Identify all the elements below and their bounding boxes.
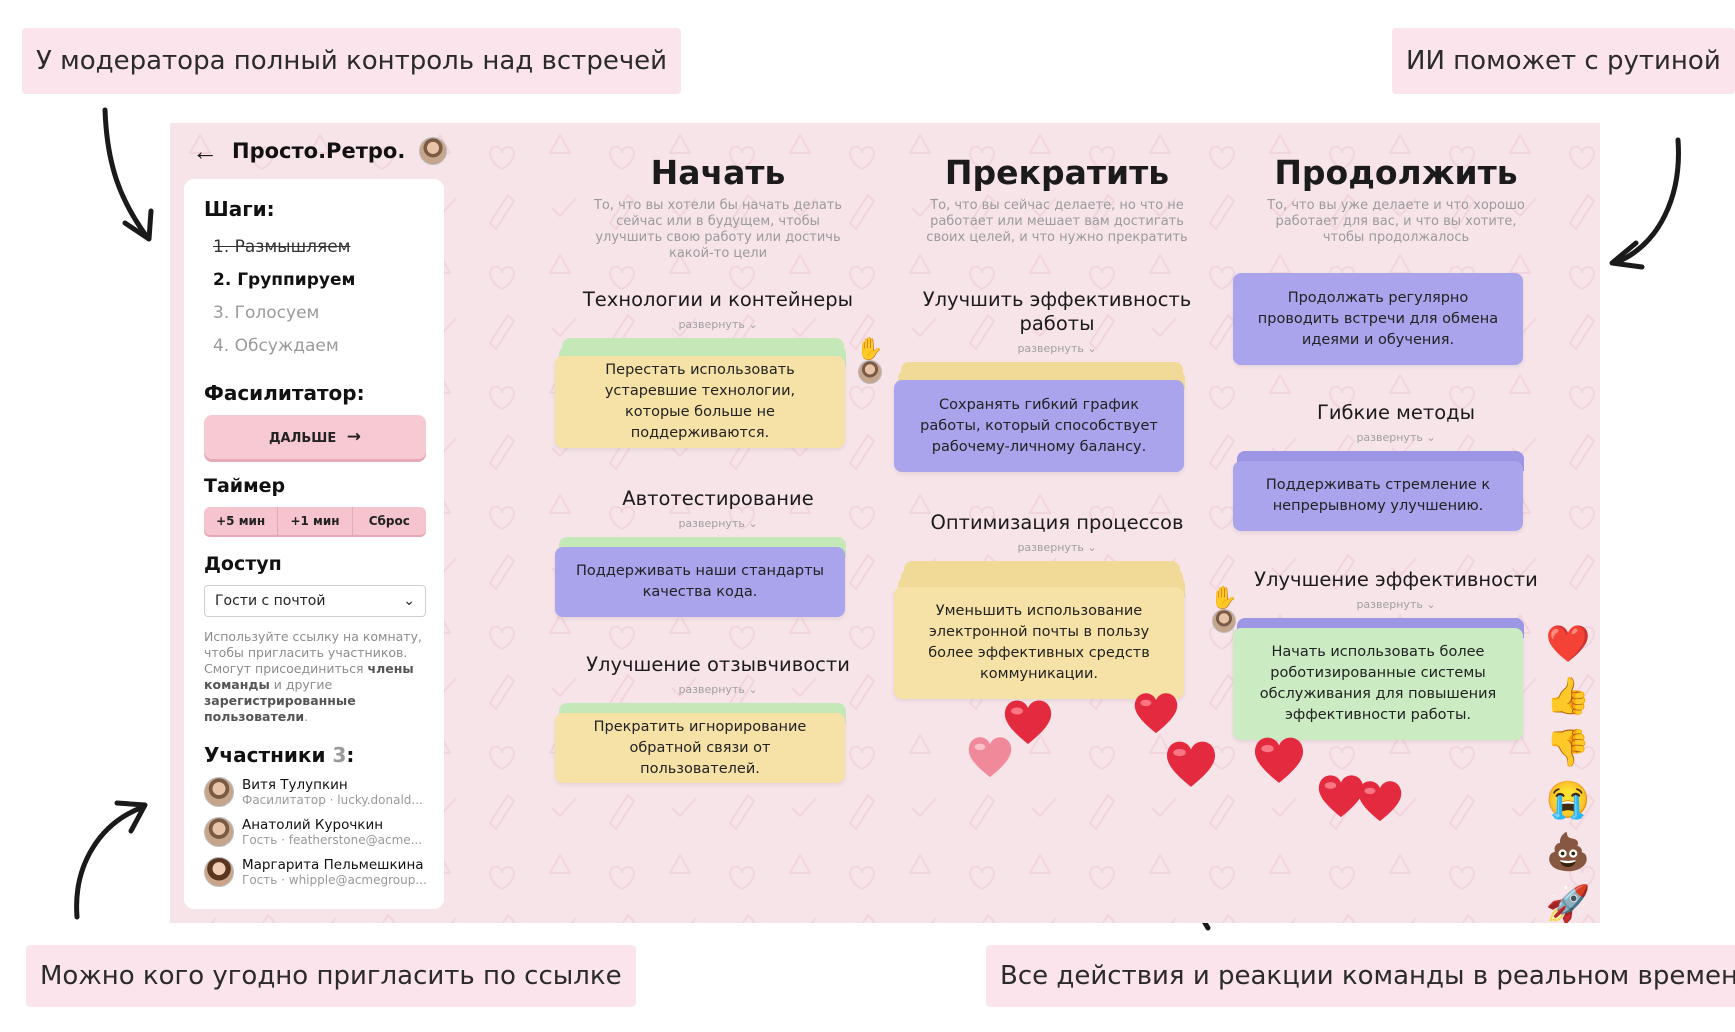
column-title: Продолжить xyxy=(1274,153,1518,192)
column-title: Прекратить xyxy=(944,153,1170,192)
expand-link[interactable]: развернуть ⌄ xyxy=(1356,431,1436,444)
reaction-bar: ❤️ 👍 👎 😭 💩 🚀 xyxy=(1540,623,1596,923)
participant-name: Маргарита Пельмешкина xyxy=(242,857,424,873)
top-bar: ← Просто.Ретро. xyxy=(192,131,448,171)
poop-reaction-button[interactable]: 💩 xyxy=(1545,831,1591,872)
step-item: 2. Группируем xyxy=(213,270,356,290)
sticky-card[interactable]: Продолжать регулярно проводить встречи д… xyxy=(1233,273,1523,365)
arrow-top-left-icon xyxy=(102,107,154,242)
column-description: То, что вы уже делаете и что хорошо рабо… xyxy=(1267,198,1525,245)
retro-board-app: ← Просто.Ретро. Шаги: 1. Размышляем 2. Г… xyxy=(170,123,1600,923)
expand-link[interactable]: развернуть ⌄ xyxy=(1017,342,1097,355)
group-title: Гибкие методы xyxy=(1316,401,1476,424)
timer-controls: +5 мин +1 мин Сброс xyxy=(204,507,426,535)
access-select-value: Гости с почтой xyxy=(215,593,326,609)
avatar xyxy=(204,857,234,887)
participant-name: Витя Тулупкин xyxy=(242,777,348,793)
group-title: Улучшение отзывчивости xyxy=(586,653,850,676)
participants-title: Участники 3: xyxy=(204,743,355,767)
group-title: Технологии и контейнеры xyxy=(582,288,854,311)
group-title: Автотестирование xyxy=(622,487,814,510)
column-description: То, что вы сейчас делаете, но что не раб… xyxy=(926,198,1188,245)
expand-link[interactable]: развернуть ⌄ xyxy=(1017,541,1097,554)
app-logo: Просто.Ретро. xyxy=(232,139,406,163)
facilitator-title: Фасилитатор: xyxy=(204,381,365,405)
step-item: 1. Размышляем xyxy=(213,237,351,257)
participant-name: Анатолий Курочкин xyxy=(242,817,384,833)
avatar xyxy=(1212,609,1236,633)
sticky-card[interactable]: Начать использовать более роботизированн… xyxy=(1233,628,1523,740)
sticky-card[interactable]: Уменьшить использование электронной почт… xyxy=(894,587,1184,699)
access-title: Доступ xyxy=(204,553,282,575)
hand-cursor-icon: ✋ xyxy=(1210,585,1238,610)
group-title: Улучшить эффективность работы xyxy=(922,288,1192,335)
timer-reset-button[interactable]: Сброс xyxy=(368,514,410,528)
participant-role: Фасилитатор · lucky.donald... xyxy=(242,793,423,807)
expand-link[interactable]: развернуть ⌄ xyxy=(1356,598,1436,611)
column-continue: Продолжить То, что вы уже делаете и что … xyxy=(1246,153,1546,246)
avatar xyxy=(204,777,234,807)
access-select[interactable]: Гости с почтой ⌄ xyxy=(204,585,426,617)
timer-title: Таймер xyxy=(204,475,286,497)
access-hint: Используйте ссылку на комнату, чтобы при… xyxy=(204,629,422,724)
heart-reaction-button[interactable]: ❤️ xyxy=(1545,623,1591,664)
thumbs-down-reaction-button[interactable]: 👎 xyxy=(1545,727,1591,768)
callout-ai: ИИ поможет с рутиной xyxy=(1392,28,1735,94)
next-button-label: ДАЛЬШЕ xyxy=(268,431,337,446)
steps-list: 1. Размышляем 2. Группируем 3. Голосуем … xyxy=(213,231,424,363)
group-title: Оптимизация процессов xyxy=(930,511,1184,534)
step-item: 4. Обсуждаем xyxy=(213,336,339,356)
sticky-card[interactable]: Перестать использовать устаревшие технол… xyxy=(555,356,845,448)
user-avatar[interactable] xyxy=(419,137,448,165)
sticky-card[interactable]: Поддерживать наши стандарты качества код… xyxy=(555,547,845,617)
participants-count: 3 xyxy=(332,743,347,767)
crying-reaction-button[interactable]: 😭 xyxy=(1545,779,1591,820)
sticky-card[interactable]: Прекратить игнорирование обратной связи … xyxy=(555,713,845,783)
callout-invite: Можно кого угодно пригласить по ссылке xyxy=(26,945,636,1007)
column-start: Начать То, что вы хотели бы начать делат… xyxy=(568,153,868,262)
heart-reaction-icon xyxy=(1166,741,1216,787)
arrow-bottom-left-icon xyxy=(74,800,148,920)
heart-reaction-icon xyxy=(1134,693,1178,734)
callout-moderator: У модератора полный контроль над встрече… xyxy=(22,28,682,94)
heart-reaction-icon xyxy=(968,737,1012,778)
heart-reaction-icon xyxy=(1254,737,1304,783)
steps-title: Шаги: xyxy=(204,197,275,221)
arrow-top-right-icon xyxy=(1609,137,1681,270)
group-title: Улучшение эффективности xyxy=(1254,568,1538,591)
heart-reaction-icon xyxy=(1318,775,1364,818)
sticky-card[interactable]: Поддерживать стремление к непрерывному у… xyxy=(1233,461,1523,531)
heart-reaction-icon xyxy=(1358,781,1402,822)
column-description: То, что вы хотели бы начать делать сейча… xyxy=(593,198,843,261)
arrow-right-icon: → xyxy=(346,427,362,447)
sticky-card[interactable]: Сохранять гибкий график работы, который … xyxy=(894,380,1184,472)
arrow-left-icon[interactable]: ← xyxy=(192,135,218,166)
expand-link[interactable]: развернуть ⌄ xyxy=(678,683,758,696)
chevron-down-icon: ⌄ xyxy=(403,593,415,609)
avatar xyxy=(858,360,882,384)
step-item: 3. Голосуем xyxy=(213,303,320,323)
rocket-reaction-button[interactable]: 🚀 xyxy=(1545,883,1591,923)
participant-role: Гость · featherstone@acme... xyxy=(242,833,423,847)
callout-realtime: Все действия и реакции команды в реально… xyxy=(986,945,1735,1007)
column-stop: Прекратить То, что вы сейчас делаете, но… xyxy=(907,153,1207,246)
expand-link[interactable]: развернуть ⌄ xyxy=(678,517,758,530)
thumbs-up-reaction-button[interactable]: 👍 xyxy=(1545,675,1591,716)
hand-cursor-icon: ✋ xyxy=(856,336,884,361)
avatar xyxy=(204,817,234,847)
column-title: Начать xyxy=(650,153,786,192)
timer-add-5-button[interactable]: +5 мин xyxy=(204,507,279,535)
expand-link[interactable]: развернуть ⌄ xyxy=(678,318,758,331)
participant-role: Гость · whipple@acmegroup... xyxy=(242,873,427,887)
next-step-button[interactable]: ДАЛЬШЕ → xyxy=(204,415,426,459)
heart-reaction-icon xyxy=(1004,700,1052,744)
timer-add-1-button[interactable]: +1 мин xyxy=(278,507,353,535)
sidebar: Шаги: 1. Размышляем 2. Группируем 3. Гол… xyxy=(184,179,444,909)
